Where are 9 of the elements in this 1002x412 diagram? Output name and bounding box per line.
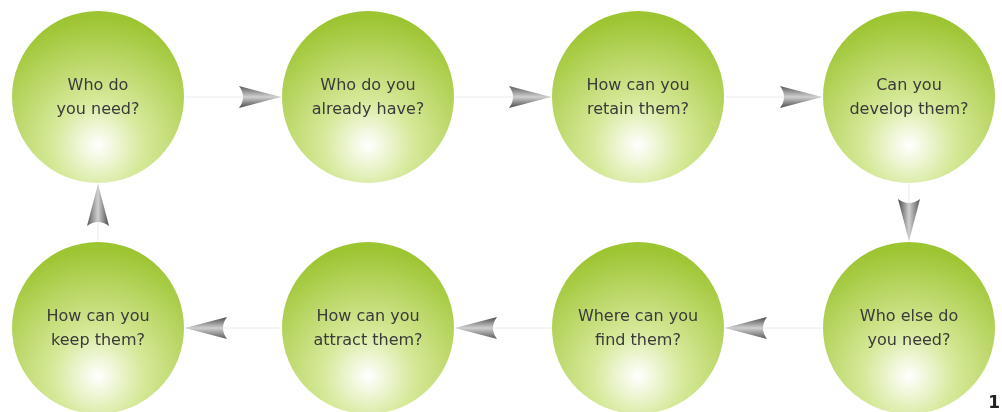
question-text: Who else do you need? [858,305,960,351]
question-text: How can you attract them? [312,305,424,351]
page-number: 1 [988,392,1000,412]
question-text: Can you develop them? [848,74,970,120]
question-text: How can you retain them? [585,74,691,120]
question-text: Where can you find them? [576,305,700,351]
question-text: How can you keep them? [45,305,151,351]
question-text: Who do you need? [55,74,141,120]
question-text: Who do you already have? [310,74,426,120]
